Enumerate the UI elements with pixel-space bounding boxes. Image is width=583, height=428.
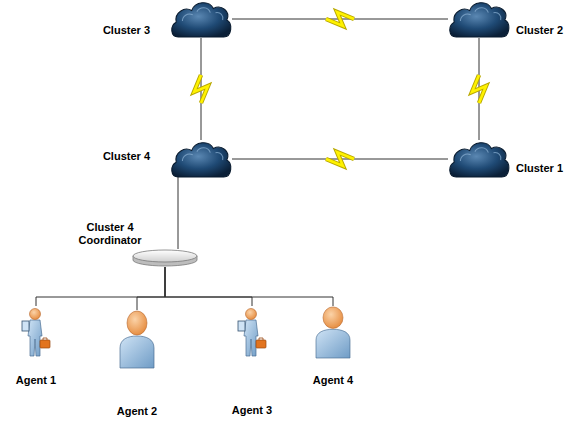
- bust-icon: [314, 306, 352, 358]
- cloud-highlight: [460, 8, 500, 21]
- cloud-icon: [170, 0, 232, 38]
- cluster-cloud: Cluster 4: [170, 140, 232, 178]
- briefcase-handle: [259, 338, 263, 340]
- agent-figure: Agent 3: [236, 306, 268, 358]
- network-wire: [165, 267, 333, 306]
- person-body: [120, 336, 154, 368]
- agent-figure: Agent 1: [20, 306, 52, 358]
- briefcase-handle: [43, 338, 47, 340]
- cloud-shape: [172, 143, 231, 177]
- node-label: Agent 3: [232, 404, 272, 417]
- lightning-symbol: [326, 152, 354, 166]
- network-wire: [178, 176, 179, 249]
- cloud-icon: [170, 140, 232, 178]
- tablet: [238, 321, 245, 331]
- cloud-icon: [448, 140, 510, 178]
- person-body: [244, 320, 258, 356]
- cloud-shape: [172, 3, 231, 37]
- node-label: Agent 1: [16, 374, 56, 387]
- lightning-outline: [326, 12, 354, 26]
- cloud-shape: [450, 143, 509, 177]
- agent-figure: Agent 4: [314, 306, 352, 358]
- walker-icon: [236, 306, 268, 358]
- person-head: [246, 309, 257, 320]
- node-label: Cluster 2: [516, 24, 563, 37]
- cluster-cloud: Cluster 3: [170, 0, 232, 38]
- node-label: Cluster 1: [516, 162, 563, 175]
- disk-icon: [132, 249, 198, 267]
- cloud-highlight: [182, 148, 222, 161]
- cluster-cloud: Cluster 2: [448, 0, 510, 38]
- node-label: Agent 2: [117, 405, 157, 418]
- lightning-symbol: [326, 12, 354, 26]
- coordinator-node: Cluster 4 Coordinator: [132, 249, 198, 267]
- person-body: [28, 320, 42, 356]
- person-head: [30, 309, 41, 320]
- disk-top: [133, 250, 197, 262]
- lightning-symbol: [194, 75, 208, 103]
- network-wire: [137, 267, 165, 310]
- person-head: [127, 311, 147, 335]
- tablet: [22, 321, 29, 331]
- briefcase: [40, 340, 50, 348]
- cluster-cloud: Cluster 1: [448, 140, 510, 178]
- lightning-outline: [194, 75, 208, 103]
- node-label: Cluster 4: [103, 150, 150, 163]
- node-label: Cluster 4 Coordinator: [70, 221, 150, 247]
- network-wire: [36, 267, 165, 306]
- lightning-outline: [326, 152, 354, 166]
- node-label: Cluster 3: [103, 24, 150, 37]
- person-body: [316, 329, 350, 358]
- cloud-icon: [448, 0, 510, 38]
- person-head: [323, 307, 343, 329]
- cloud-highlight: [182, 8, 222, 21]
- bust-icon: [118, 310, 156, 368]
- briefcase: [256, 340, 266, 348]
- agent-figure: Agent 2: [118, 310, 156, 368]
- lightning-symbol: [472, 75, 486, 103]
- node-label: Agent 4: [313, 374, 353, 387]
- walker-icon: [20, 306, 52, 358]
- cloud-shape: [450, 3, 509, 37]
- cloud-highlight: [460, 148, 500, 161]
- lightning-outline: [472, 75, 486, 103]
- network-wire: [165, 267, 252, 306]
